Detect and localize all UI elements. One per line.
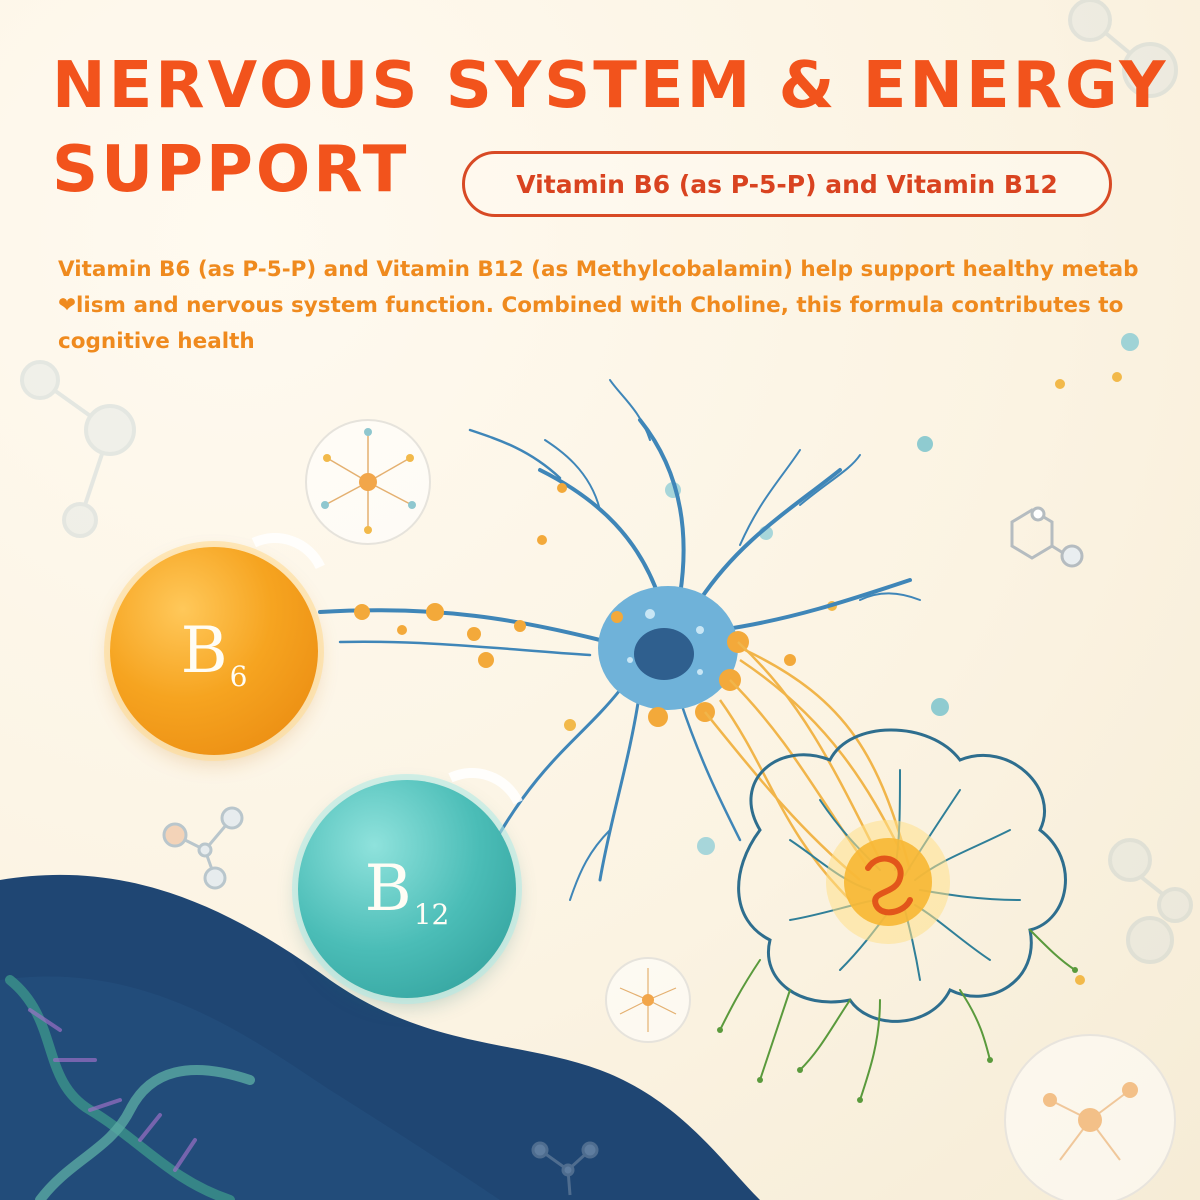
molecule-icon [531, 1141, 599, 1196]
neuron-icon [318, 379, 921, 901]
dna-icon [5, 975, 255, 1200]
benzene-icon [1010, 506, 1084, 568]
vitamin-b6-label: B6 [181, 619, 248, 691]
vitamin-b12-label: B12 [365, 857, 450, 929]
vitamin-b12-sub: 12 [413, 898, 450, 931]
vitamin-b12-letter: B [364, 852, 412, 926]
pill-label: Vitamin B6 (as P-5-P) and Vitamin B12 [516, 169, 1058, 199]
title-line-2: SUPPORT [52, 133, 410, 207]
description-text: Vitamin B6 (as P-5-P) and Vitamin B12 (a… [58, 257, 1139, 354]
vitamin-b6-sub: 6 [229, 660, 248, 693]
molecule-icon [162, 806, 244, 890]
vitamin-b6-orb: B6 [110, 517, 346, 755]
page-title: NERVOUS SYSTEM & ENERGY SUPPORT [52, 44, 1168, 212]
signal-dots [354, 483, 796, 727]
title-line-1: NERVOUS SYSTEM & ENERGY [52, 49, 1169, 123]
neuron-nucleus [634, 628, 694, 680]
cell-bubble-icon [305, 419, 1176, 1200]
vitamin-b6-letter: B [180, 614, 228, 688]
background-molecule-icon [20, 0, 1193, 964]
vitamin-pill-badge: Vitamin B6 (as P-5-P) and Vitamin B12 [462, 151, 1112, 217]
floating-particles [564, 333, 1139, 985]
vitamin-b12-orb: B12 [298, 752, 544, 998]
